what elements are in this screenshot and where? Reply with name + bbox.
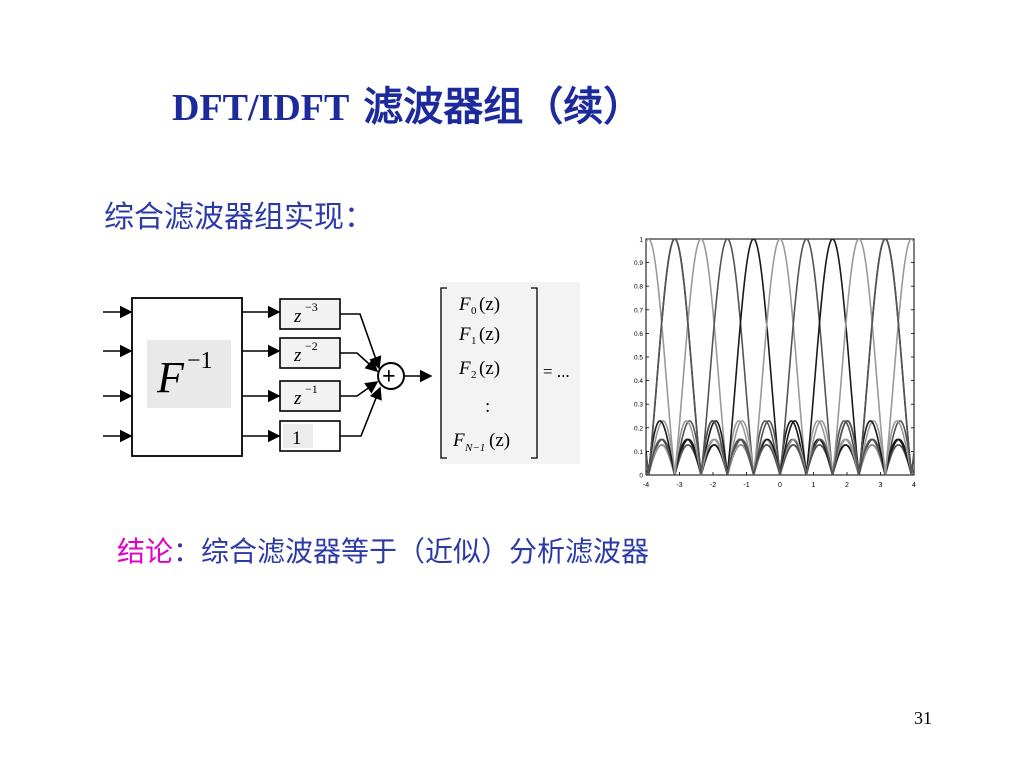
delay-box-z2: z −2 [279, 337, 341, 369]
y-tick-label: 0.2 [634, 425, 643, 432]
y-tick-label: 0 [639, 473, 643, 480]
svg-text:1: 1 [471, 335, 477, 347]
conclusion-label: 结论 [117, 535, 174, 568]
title-latin: DFT/IDFT [172, 87, 350, 129]
conclusion-text: 结论：综合滤波器等于（近似）分析滤波器 [117, 530, 649, 570]
y-tick-label: 0.3 [634, 402, 643, 409]
x-tick-label: -3 [676, 482, 682, 489]
y-tick-label: 0.6 [634, 331, 643, 338]
input-arrows [103, 305, 133, 443]
x-tick-label: 0 [778, 482, 782, 489]
svg-text:(z): (z) [479, 324, 500, 345]
svg-text:z: z [293, 306, 302, 327]
synthesis-filterbank-diagram: F −1 z −3 z −2 z −1 1 + [103, 282, 580, 464]
filter-vector: F 0 (z) F 1 (z) F 2 (z) : F N−1 (z) = ..… [440, 282, 580, 464]
svg-text:2: 2 [471, 369, 477, 381]
x-tick-label: 1 [812, 482, 816, 489]
svg-text:0: 0 [471, 305, 477, 317]
x-tick-label: -2 [710, 482, 716, 489]
svg-text:(z): (z) [489, 430, 510, 451]
page-number: 31 [914, 708, 932, 728]
svg-text:= ...: = ... [543, 362, 570, 381]
y-tick-label: 0.8 [634, 284, 643, 291]
svg-text:F: F [458, 294, 471, 315]
y-tick-label: 0.5 [634, 355, 643, 362]
x-tick-label: 4 [912, 482, 916, 489]
svg-text:−3: −3 [305, 300, 318, 314]
x-tick-label: 3 [879, 482, 883, 489]
idft-label: F [156, 353, 185, 402]
idft-exponent: −1 [187, 348, 213, 374]
svg-text:(z): (z) [479, 358, 500, 379]
x-tick-label: -4 [643, 482, 649, 489]
y-tick-label: 0.7 [634, 307, 643, 314]
y-tick-label: 1 [639, 237, 643, 244]
svg-text::: : [485, 396, 490, 417]
y-tick-label: 0.4 [634, 378, 643, 385]
y-tick-label: 0.1 [634, 449, 643, 456]
svg-text:F: F [458, 358, 471, 379]
delay-box-1: 1 [279, 420, 341, 452]
summation-node: + [377, 362, 405, 390]
frequency-response-chart: -4 -3 -2 -1 0 1 2 3 4 0 0.1 0.2 0.3 0.4 0.5 0.6 0.7 0.8 0.… [634, 237, 916, 490]
delay-box-z3: z −3 [279, 298, 341, 330]
section-heading: 综合滤波器组实现： [104, 200, 374, 235]
svg-text:N−1: N−1 [464, 442, 485, 454]
svg-text:z: z [293, 345, 302, 366]
svg-text:+: + [382, 364, 396, 390]
page-title: DFT/IDFT 滤波器组（续） [172, 74, 643, 132]
svg-text:F: F [458, 324, 471, 345]
title-cjk: 滤波器组（续） [363, 83, 644, 130]
svg-text:(z): (z) [479, 294, 500, 315]
svg-text:z: z [293, 388, 302, 409]
series-line [646, 239, 914, 475]
svg-text:1: 1 [292, 428, 302, 449]
x-tick-label: 2 [845, 482, 849, 489]
svg-text:F: F [452, 430, 465, 451]
delay-box-z1: z −1 [279, 380, 341, 412]
svg-text:−2: −2 [305, 339, 318, 353]
svg-text:−1: −1 [305, 382, 318, 396]
conclusion-body: ：综合滤波器等于（近似）分析滤波器 [173, 535, 650, 568]
x-tick-label: -1 [743, 482, 749, 489]
y-tick-label: 0.9 [634, 260, 643, 267]
